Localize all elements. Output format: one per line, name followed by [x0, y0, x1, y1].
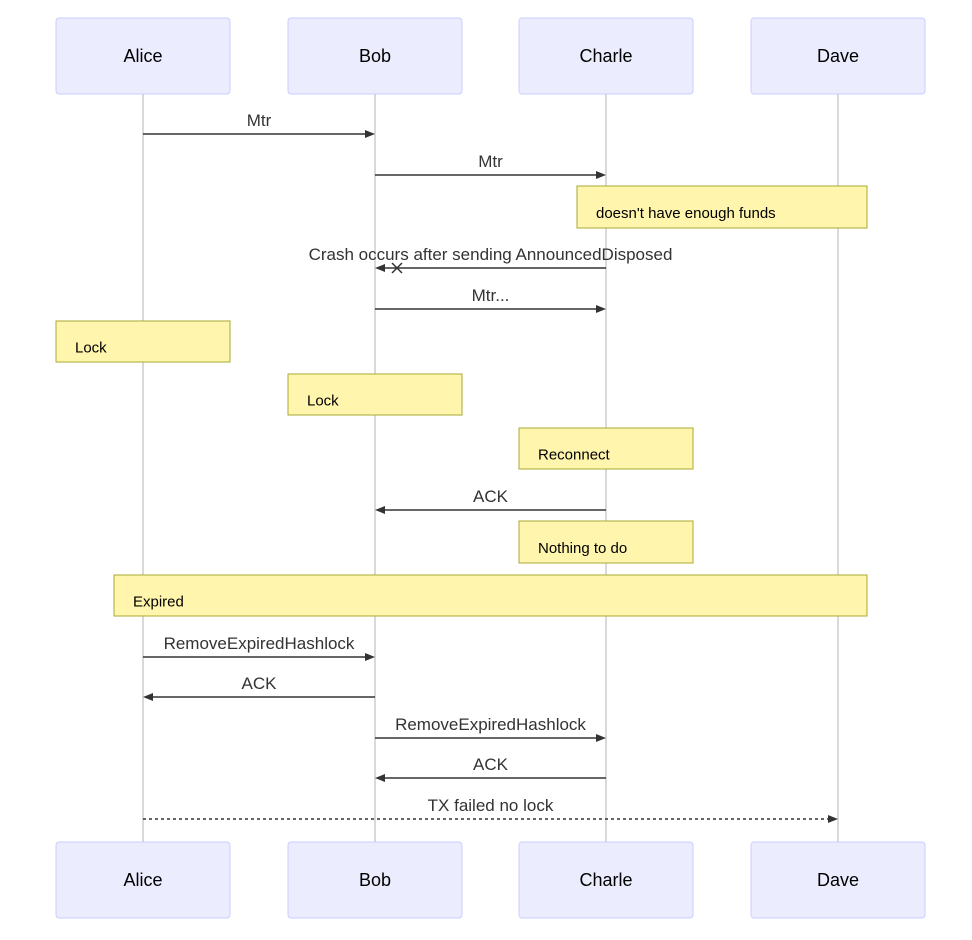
note-label: Expired [133, 594, 184, 611]
note-box [55, 320, 231, 363]
note-label: Reconnect [538, 447, 611, 464]
actor-dave-top: Dave [750, 17, 926, 95]
actor-box [518, 841, 694, 919]
msg-6: RemoveExpiredHashlock [143, 634, 375, 661]
actor-box [287, 841, 463, 919]
msg-7: ACK [143, 674, 375, 701]
note-box [518, 520, 694, 564]
arrowhead-icon [828, 815, 838, 823]
message-label: Crash occurs after sending AnnouncedDisp… [309, 245, 673, 264]
message-label: ACK [473, 755, 509, 774]
msg-10: TX failed no lock [143, 796, 838, 823]
actor-box [55, 841, 231, 919]
actor-box [750, 841, 926, 919]
note-label: Nothing to do [538, 540, 627, 557]
note-label: Lock [307, 393, 339, 410]
note-expired: Expired [113, 574, 868, 617]
actor-label: Alice [123, 870, 162, 890]
msg-1: Mtr [143, 111, 375, 138]
note-label: Lock [75, 340, 107, 357]
message-label: Mtr [478, 152, 503, 171]
actor-label: Bob [359, 46, 391, 66]
arrowhead-icon [375, 264, 385, 272]
actor-charle-top: Charle [518, 17, 694, 95]
actor-label: Charle [579, 870, 632, 890]
actor-box [287, 17, 463, 95]
message-label: ACK [242, 674, 278, 693]
arrowhead-icon [375, 506, 385, 514]
message-label: TX failed no lock [428, 796, 554, 815]
actors-bottom: Alice Bob Charle Dave [55, 841, 926, 919]
note-funds: doesn't have enough funds [576, 185, 868, 229]
actor-bob-bottom: Bob [287, 841, 463, 919]
message-label: Mtr... [472, 286, 510, 305]
actor-label: Bob [359, 870, 391, 890]
msg-4: Mtr... [375, 286, 606, 313]
message-label: RemoveExpiredHashlock [395, 715, 586, 734]
msg-5: ACK [375, 487, 606, 514]
arrowhead-icon [596, 171, 606, 179]
note-box [518, 427, 694, 470]
actor-charle-bottom: Charle [518, 841, 694, 919]
arrowhead-icon [596, 305, 606, 313]
actor-label: Dave [817, 870, 859, 890]
message-label: RemoveExpiredHashlock [164, 634, 355, 653]
arrowhead-icon [596, 734, 606, 742]
actor-alice-bottom: Alice [55, 841, 231, 919]
message-label: ACK [473, 487, 509, 506]
note-box [576, 185, 868, 229]
msg-2: Mtr [375, 152, 606, 179]
actor-dave-bottom: Dave [750, 841, 926, 919]
note-box [113, 574, 868, 617]
note-lock-alice: Lock [55, 320, 231, 363]
msg-9: ACK [375, 755, 606, 782]
arrowhead-icon [365, 130, 375, 138]
arrowhead-icon [375, 774, 385, 782]
actor-label: Alice [123, 46, 162, 66]
note-label: doesn't have enough funds [596, 205, 776, 222]
actor-alice-top: Alice [55, 17, 231, 95]
actors-top: Alice Bob Charle Dave [55, 17, 926, 95]
notes: doesn't have enough fundsLockLockReconne… [55, 185, 868, 617]
actor-box [750, 17, 926, 95]
arrowhead-icon [143, 693, 153, 701]
actor-label: Dave [817, 46, 859, 66]
actor-box [518, 17, 694, 95]
actor-box [55, 17, 231, 95]
cross-icon [391, 262, 403, 274]
actor-bob-top: Bob [287, 17, 463, 95]
msg-3: Crash occurs after sending AnnouncedDisp… [309, 245, 673, 274]
message-label: Mtr [247, 111, 272, 130]
note-reconnect: Reconnect [518, 427, 694, 470]
arrowhead-icon [365, 653, 375, 661]
note-box [287, 373, 463, 416]
msg-8: RemoveExpiredHashlock [375, 715, 606, 742]
note-nothing: Nothing to do [518, 520, 694, 564]
note-lock-bob: Lock [287, 373, 463, 416]
actor-label: Charle [579, 46, 632, 66]
